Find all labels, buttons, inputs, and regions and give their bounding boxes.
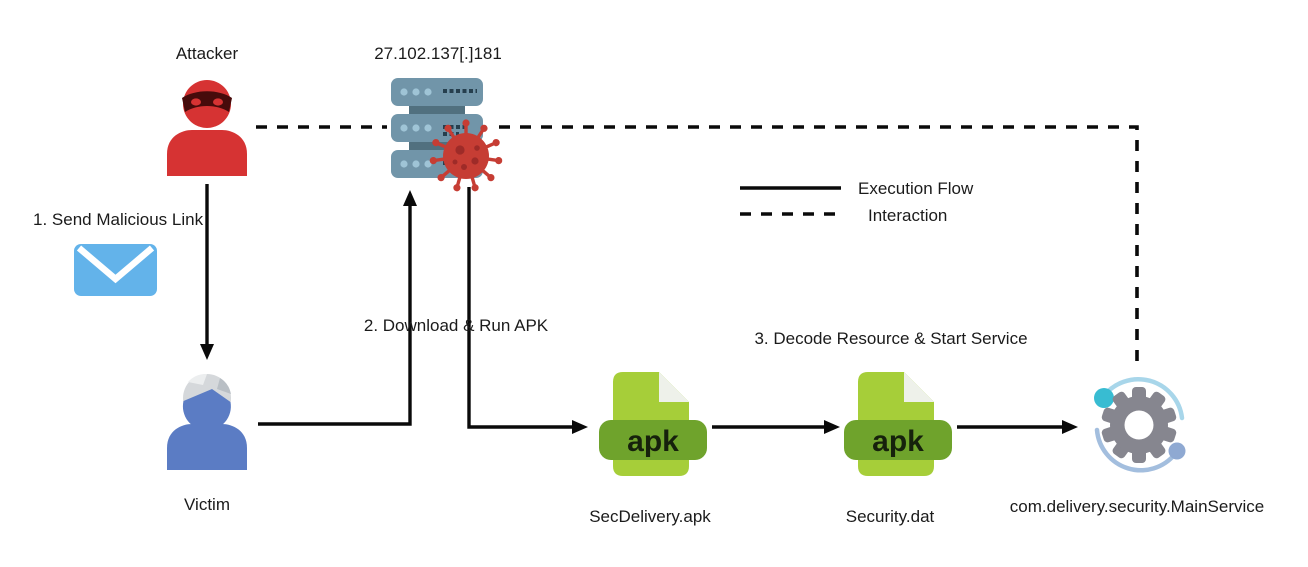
attacker-label: Attacker xyxy=(175,44,239,63)
securitydat-label: Security.dat xyxy=(845,507,935,526)
c2-server-label: 27.102.137[.]181 xyxy=(374,44,502,63)
apk-badge: apk xyxy=(872,425,924,458)
gear-service-icon xyxy=(1094,377,1186,473)
virus-icon xyxy=(429,119,503,192)
victim-person-icon xyxy=(167,373,247,470)
legend-interaction-label: Interaction xyxy=(868,206,948,225)
step1-annotation: 1. Send Malicious Link xyxy=(33,210,204,229)
execution-arrow-server-secdelivery xyxy=(467,187,588,434)
execution-arrow-victim-server xyxy=(258,190,417,426)
secdelivery-label: SecDelivery.apk xyxy=(589,507,711,526)
apk-badge: apk xyxy=(627,425,679,458)
interaction-line-server-service xyxy=(499,125,1139,361)
step3-annotation: 3. Decode Resource & Start Service xyxy=(754,329,1028,348)
mainservice-label: com.delivery.security.MainService xyxy=(1009,497,1265,516)
step2-annotation: 2. Download & Run APK xyxy=(363,316,549,335)
apk-file-icon: apk xyxy=(844,372,952,476)
apk-file-icon: apk xyxy=(599,372,707,476)
masked-attacker-icon xyxy=(167,80,247,176)
legend-execution-label: Execution Flow xyxy=(858,179,974,198)
victim-label: Victim xyxy=(184,495,230,514)
envelope-icon xyxy=(74,244,157,296)
